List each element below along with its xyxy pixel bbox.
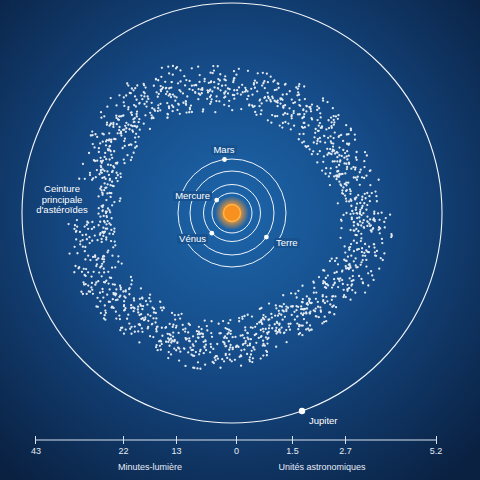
sun	[224, 205, 241, 222]
planet-label: Terre	[274, 238, 300, 249]
scale-bar	[35, 436, 437, 444]
sun-glow	[215, 196, 249, 230]
mercury-orbit	[212, 193, 252, 233]
scale-tick	[292, 436, 293, 444]
axis-unit: Minutes-lumière	[118, 462, 182, 472]
scale-tick	[345, 436, 346, 444]
jupiter-orbit	[22, 3, 442, 423]
scale-number: 13	[171, 446, 181, 456]
scale-tick	[436, 436, 437, 444]
venus-dot	[209, 231, 214, 236]
scale-tick	[35, 436, 36, 444]
scale-number: 2.7	[339, 446, 352, 456]
axis-unit: Unités astronomiques	[278, 462, 365, 472]
jupiter-dot	[299, 408, 305, 414]
scale-tick	[123, 436, 124, 444]
planet-dots	[209, 157, 305, 414]
scale-tick	[176, 436, 177, 444]
scale-tick	[236, 436, 237, 444]
scale-number: 22	[118, 446, 128, 456]
region-label: Ceinture principale d'astéroïdes	[29, 184, 95, 217]
planet-label: Vénus	[177, 234, 208, 245]
scale-number: 1.5	[286, 446, 299, 456]
planet-label: Mercure	[173, 191, 212, 202]
mercury-dot	[214, 198, 219, 203]
mars-dot	[222, 157, 227, 162]
scale-number: 0	[234, 446, 239, 456]
inner-orbits	[178, 159, 286, 267]
venus-orbit	[204, 185, 261, 242]
earth-dot	[264, 235, 269, 240]
scale-number: 43	[31, 446, 41, 456]
scale-number: 5.2	[430, 446, 443, 456]
mars-orbit	[178, 159, 286, 267]
planet-label: Mars	[211, 145, 236, 156]
planet-label: Jupiter	[309, 416, 338, 427]
asteroid-dots	[67, 65, 393, 370]
